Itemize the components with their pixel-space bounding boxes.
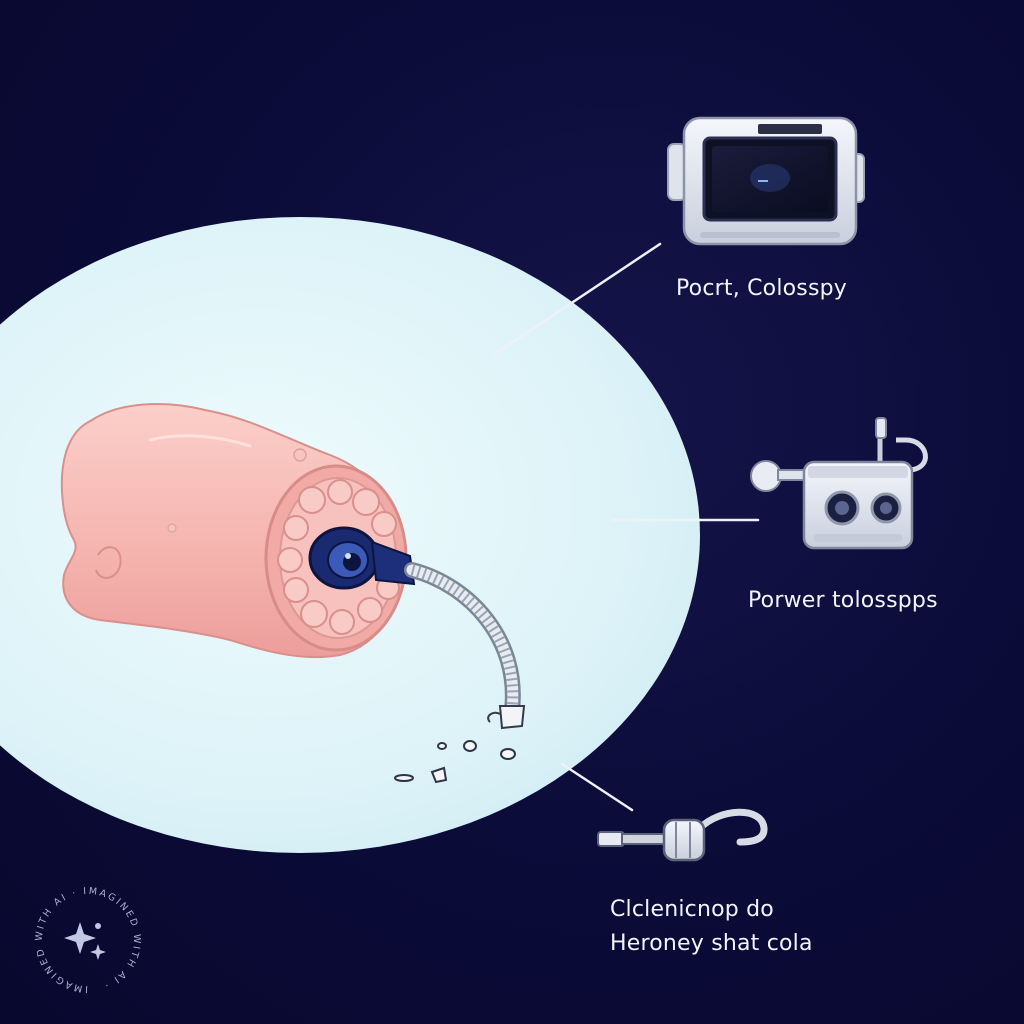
cable-connector-icon xyxy=(597,808,768,862)
portable-monitor-icon xyxy=(667,116,865,246)
sparkle-icon xyxy=(64,922,106,960)
leader-lines xyxy=(490,242,760,812)
scope-tube xyxy=(404,562,526,730)
camera-processor-icon xyxy=(750,417,928,550)
callout-label-portable: Pocrt, Colosspy xyxy=(676,276,847,301)
callout-label-power: Porwer tolosspps xyxy=(748,588,938,613)
watermark-badge: IMAGINED WITH AI · IMAGINED WITH AI · xyxy=(34,886,140,994)
callout-label-connector-line-1: Clclenicnop do xyxy=(610,897,774,922)
callout-label-connector: Clclenicnop do Heroney shat cola xyxy=(610,893,813,961)
leader-line-connector xyxy=(560,762,634,812)
leader-line-portable xyxy=(490,242,662,358)
callout-label-connector-line-2: Heroney shat cola xyxy=(610,931,813,957)
colon-illustration xyxy=(60,403,416,659)
debris-fragments xyxy=(394,740,516,784)
